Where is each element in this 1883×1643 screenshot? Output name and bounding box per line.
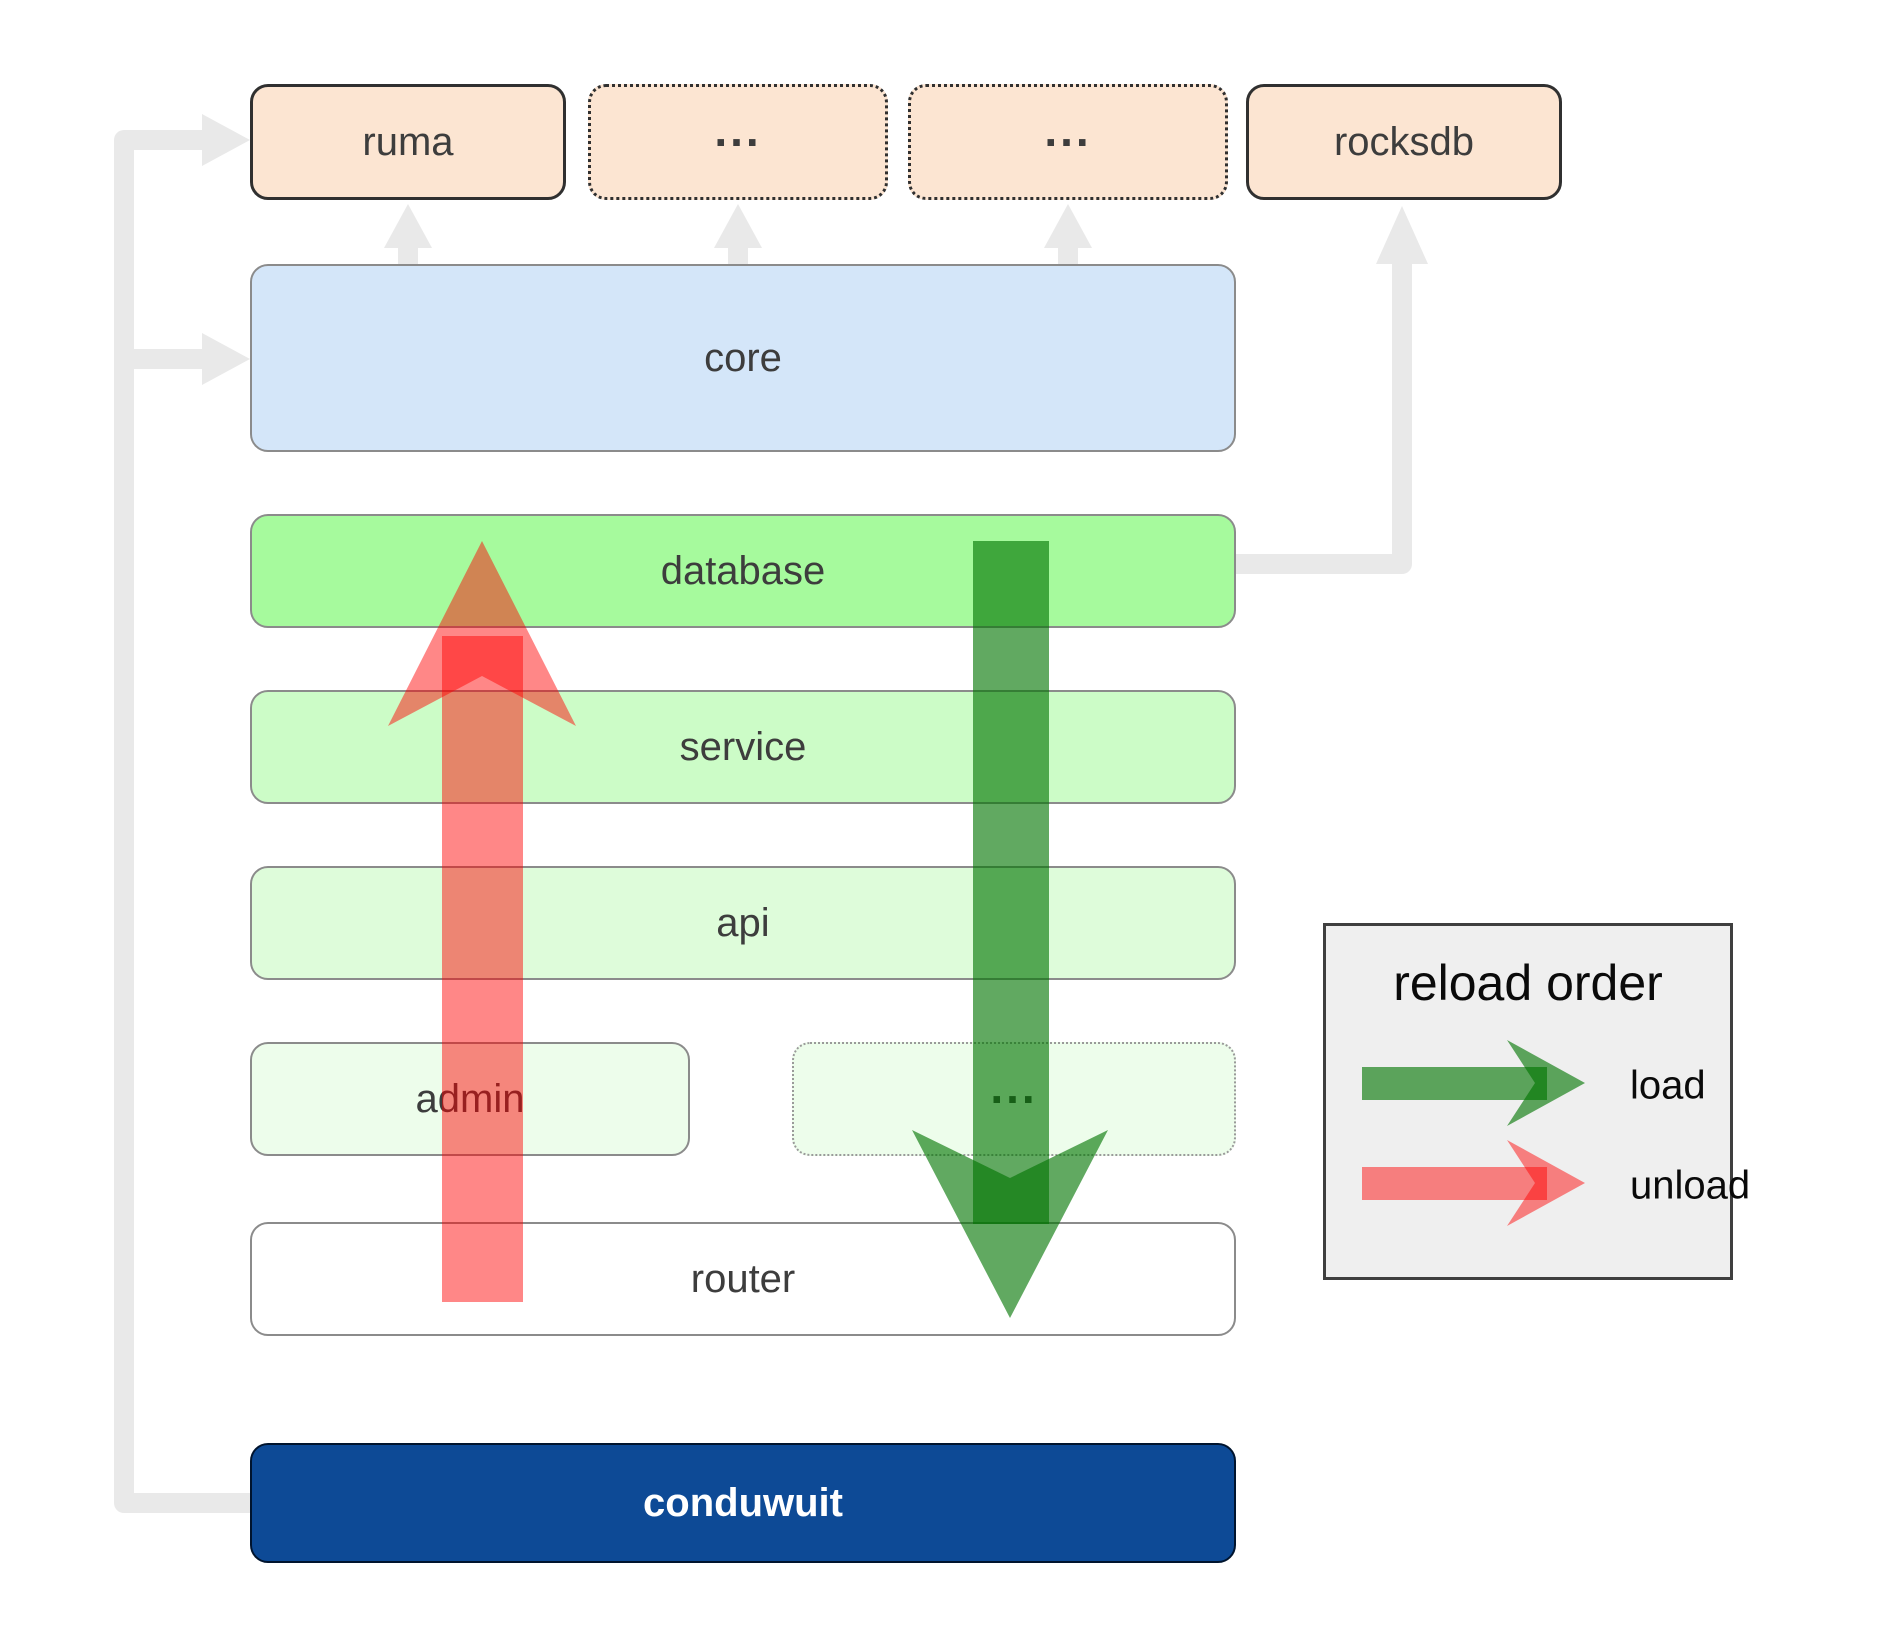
- legend: reload order load unload: [1323, 923, 1750, 1280]
- core-to-deps-b-arrowhead: [1044, 204, 1092, 248]
- node-deps-b-label: ...: [1044, 104, 1092, 156]
- node-service-label: service: [679, 724, 807, 769]
- node-deps-more: ...: [792, 1042, 1236, 1156]
- node-router: router: [250, 1222, 1236, 1336]
- node-database: database: [250, 514, 1236, 628]
- node-conduwuit-label: conduwuit: [643, 1480, 843, 1525]
- node-core: core: [250, 264, 1236, 452]
- node-deps-a-label: ...: [714, 104, 762, 156]
- node-ruma: ruma: [250, 84, 566, 200]
- node-ruma-label: ruma: [362, 119, 454, 164]
- database-to-rocksdb-arrowhead: [1376, 206, 1428, 264]
- node-api: api: [250, 866, 1236, 980]
- node-admin-label: admin: [415, 1076, 525, 1121]
- node-conduwuit: conduwuit: [250, 1443, 1236, 1563]
- legend-load-label: load: [1630, 1063, 1706, 1108]
- node-admin: admin: [250, 1042, 690, 1156]
- node-service: service: [250, 690, 1236, 804]
- node-database-label: database: [660, 548, 826, 593]
- conduwuit-to-ruma-connector: [114, 130, 250, 1513]
- node-router-label: router: [690, 1256, 796, 1301]
- conduwuit-to-ruma-arrowhead: [202, 114, 250, 166]
- node-core-label: core: [704, 335, 782, 380]
- node-deps-more-label: ...: [990, 1061, 1038, 1113]
- node-deps-b: ...: [908, 84, 1228, 200]
- legend-title: reload order: [1393, 955, 1663, 1011]
- legend-unload-label: unload: [1630, 1163, 1751, 1208]
- node-rocksdb-label: rocksdb: [1333, 119, 1475, 164]
- database-to-rocksdb-connector: [1236, 262, 1412, 574]
- node-api-label: api: [716, 900, 770, 945]
- core-to-deps-a-arrowhead: [714, 204, 762, 248]
- node-rocksdb: rocksdb: [1246, 84, 1562, 200]
- node-deps-a: ...: [588, 84, 888, 200]
- core-to-ruma-arrowhead: [384, 204, 432, 248]
- conduwuit-to-core-arrowhead: [202, 333, 250, 385]
